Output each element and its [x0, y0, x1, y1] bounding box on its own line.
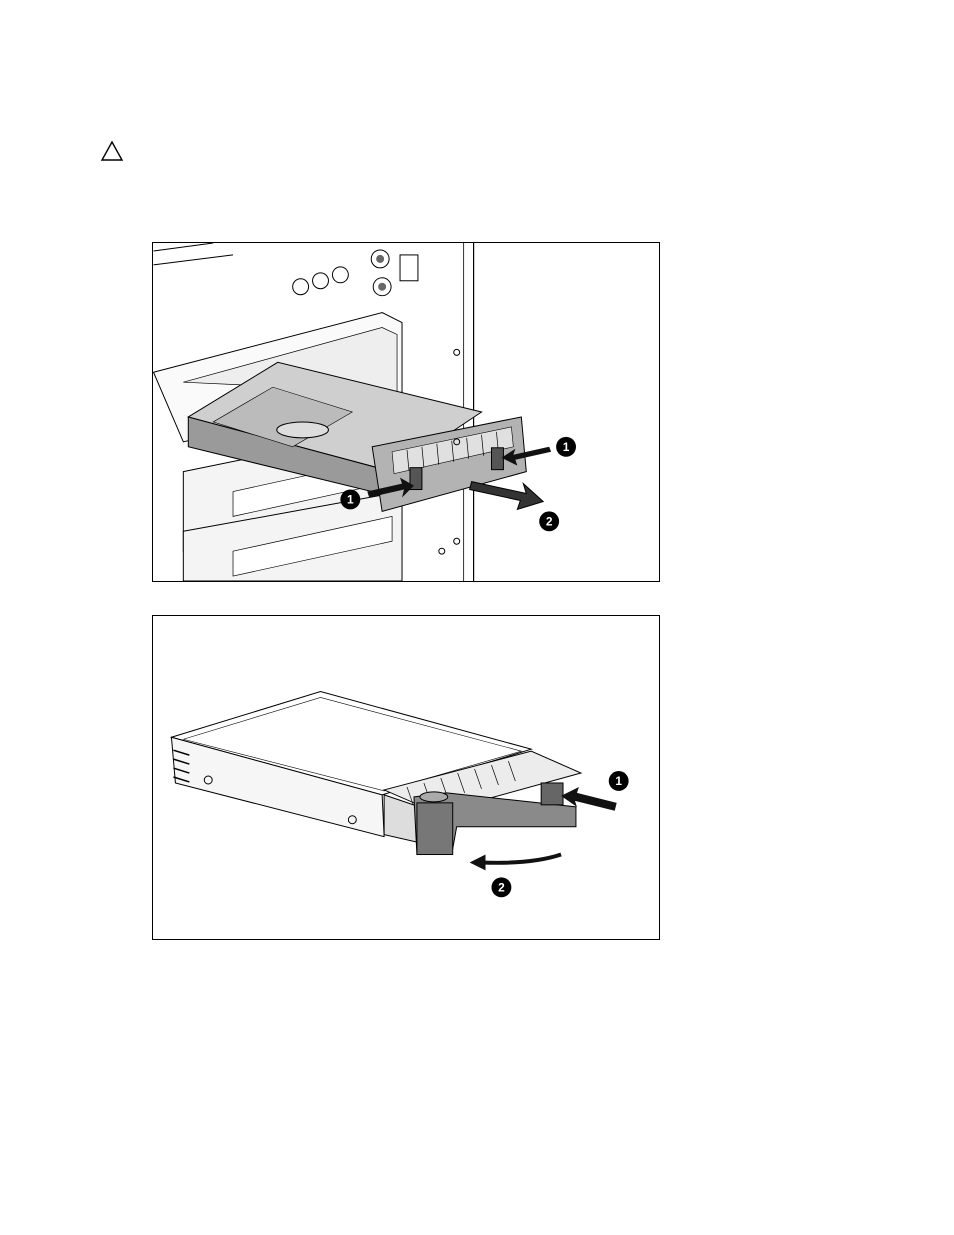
callout-1: 1 [615, 774, 622, 788]
callout-2: 2 [498, 880, 505, 894]
callout-2: 2 [546, 514, 553, 528]
drive-bay-removal-illustration: 1 1 2 [153, 243, 659, 581]
caution-triangle-icon [100, 140, 124, 162]
drive-carrier-handle-illustration: 1 2 [153, 616, 659, 939]
callout-1-right: 1 [563, 440, 570, 454]
figure-drive-handle: 1 2 [152, 615, 660, 940]
callout-1-left: 1 [347, 492, 354, 506]
figure-drive-removal: 1 1 2 [152, 242, 660, 582]
